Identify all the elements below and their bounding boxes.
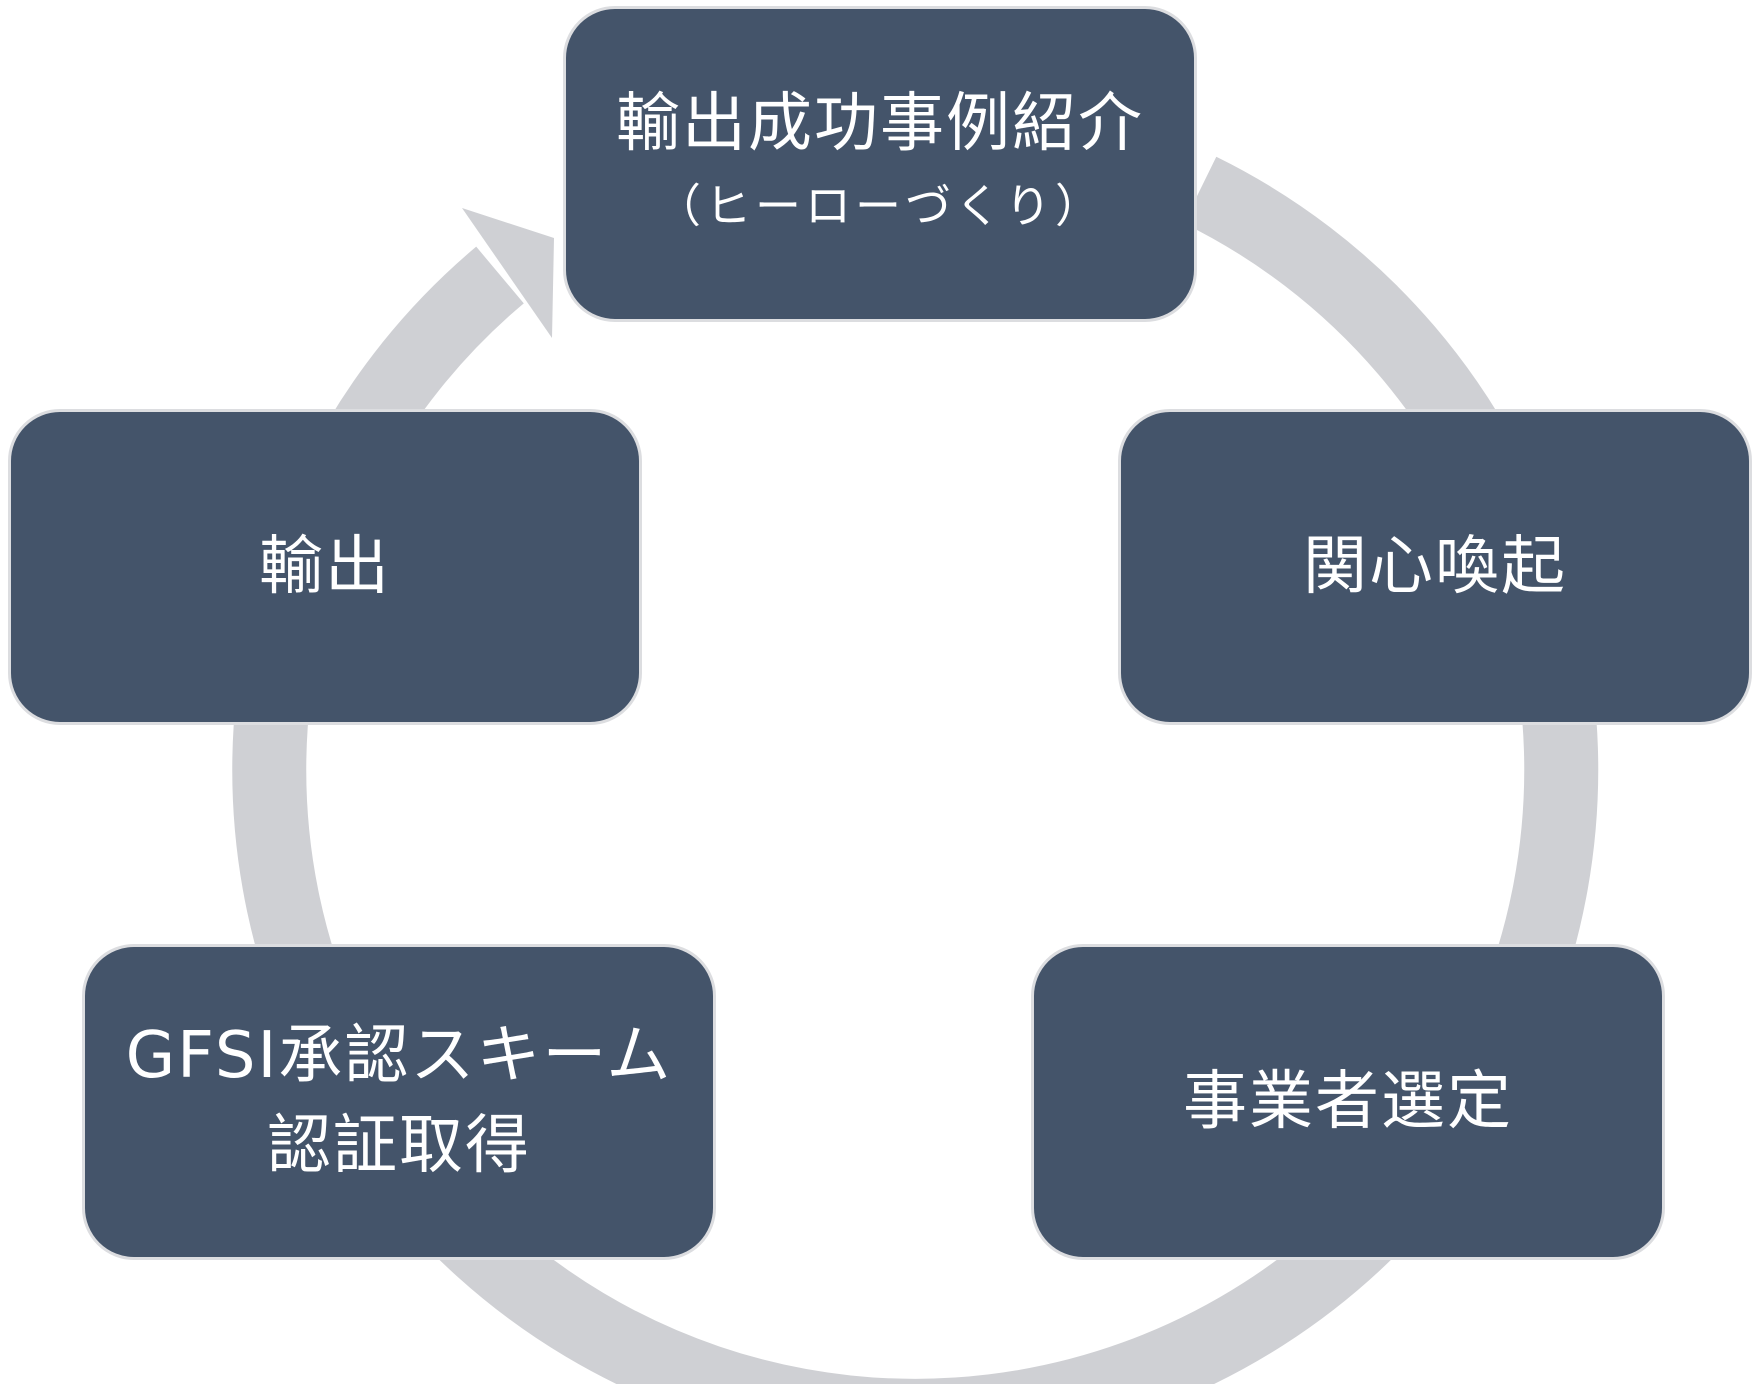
step-label: 輸出成功事例紹介 [616, 87, 1144, 162]
step-label: GFSI承認スキーム認証取得 [125, 1019, 673, 1183]
step-label: 輸出 [259, 530, 391, 604]
cycle-step-export-success-cases: 輸出成功事例紹介 （ヒーローづくり） [563, 6, 1197, 322]
cycle-step-export: 輸出 [8, 409, 642, 725]
cycle-step-select-business: 事業者選定 [1031, 944, 1665, 1260]
cycle-step-raise-interest: 関心喚起 [1118, 409, 1752, 725]
step-label: 関心喚起 [1303, 530, 1567, 604]
cycle-arrowhead [462, 208, 554, 338]
step-label: 事業者選定 [1183, 1065, 1513, 1139]
step-sublabel: （ヒーローづくり） [655, 179, 1105, 234]
cycle-step-gfsi-certification: GFSI承認スキーム認証取得 [82, 944, 716, 1260]
